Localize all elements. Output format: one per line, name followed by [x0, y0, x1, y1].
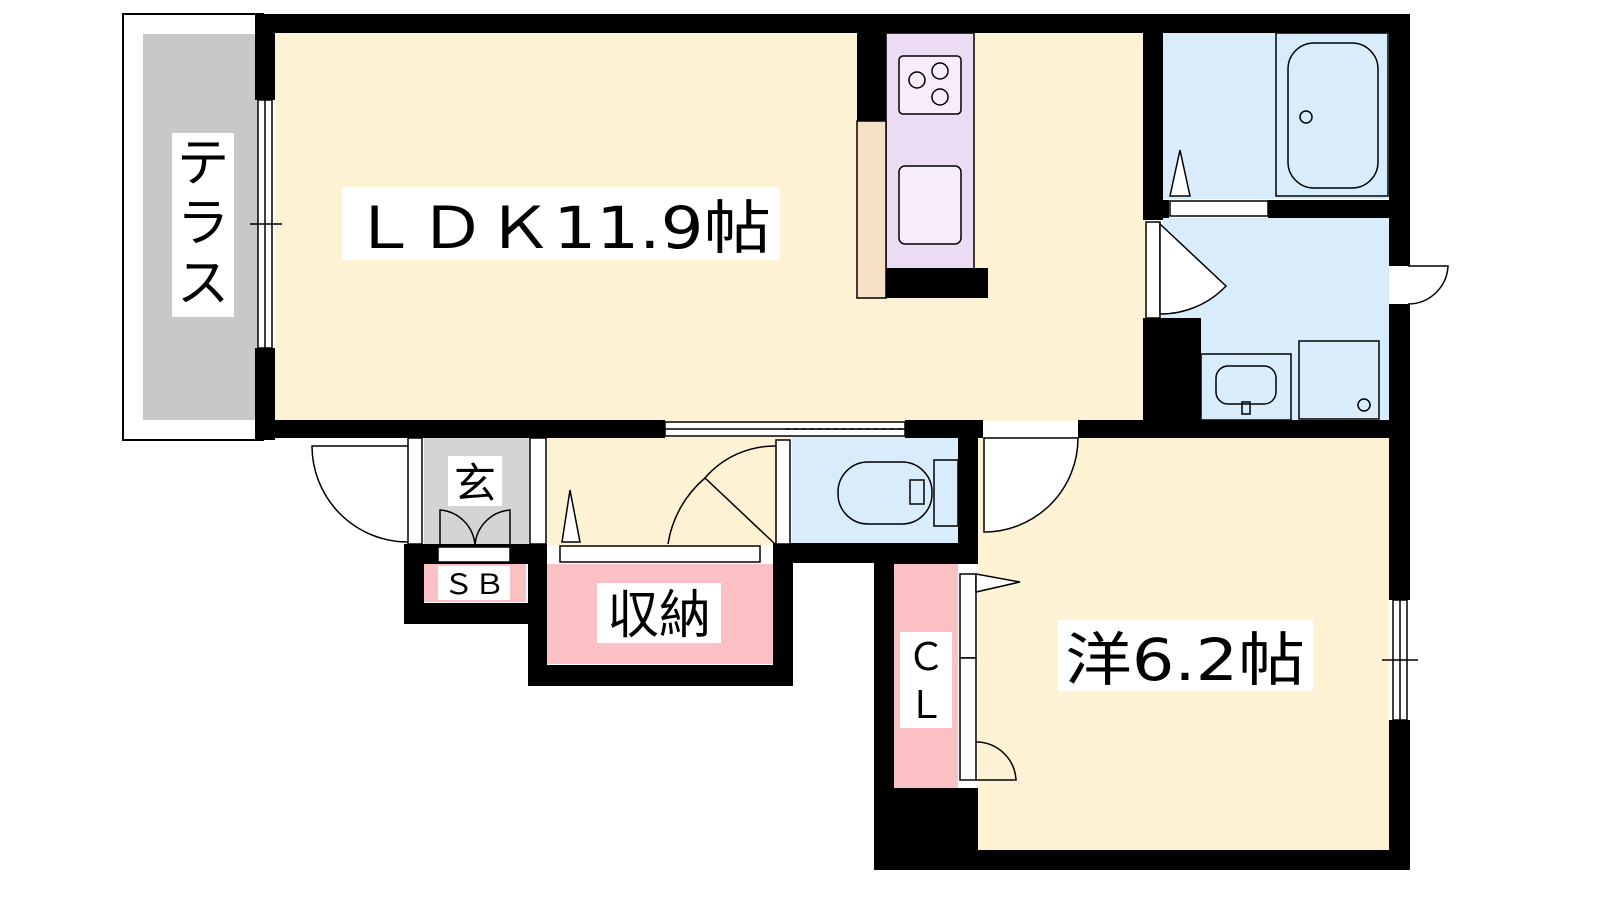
terrace-label-3: ス	[177, 254, 229, 314]
wall-closet-base	[874, 788, 978, 870]
storage-label-bg	[597, 583, 721, 643]
entrance-label: 玄	[454, 459, 496, 508]
washroom-door-swing	[1159, 222, 1228, 315]
entrance-partition-right	[529, 437, 547, 545]
front-door-swing	[311, 445, 409, 543]
shoe-box-label: ＳＢ	[443, 568, 505, 601]
closet-door-swing	[975, 741, 1017, 781]
wall-bottom	[874, 850, 1410, 870]
windows	[250, 99, 1418, 721]
hallway-door-swing	[667, 476, 776, 545]
toilet-tank-detail	[909, 479, 925, 505]
terrace-label-2: ラ	[177, 194, 229, 254]
wall-washroom-left	[1143, 318, 1201, 420]
washing-machine-drain-icon	[1357, 398, 1371, 412]
wall-bath-bottom-right	[1078, 420, 1410, 438]
toilet-bowl-icon	[837, 461, 933, 525]
sliding-doors	[407, 200, 1269, 781]
wall-bath-divider-left	[1143, 200, 1169, 218]
toilet-tank	[933, 459, 959, 527]
burner-icon-2	[931, 62, 949, 80]
bathtub	[1287, 42, 1379, 189]
wash-faucet-icon	[1241, 401, 1251, 415]
shoe-box-label-bg	[438, 566, 510, 600]
closet-marker-icon	[975, 573, 1021, 593]
wall-terrace-lower	[255, 348, 275, 440]
toilet-floor	[792, 437, 958, 543]
wall-bath-divider-right	[1268, 200, 1410, 218]
bath-faucet-icon	[1169, 149, 1191, 197]
wall-kitchen-base	[882, 268, 988, 298]
wall-terrace-upper	[255, 14, 275, 100]
closet-door-frame-bottom	[959, 657, 977, 781]
kitchen-sink	[898, 165, 962, 245]
ldk-label-bg	[342, 187, 780, 260]
wall-right-mid	[1389, 304, 1410, 600]
burner-icon-3	[931, 88, 949, 106]
storage-label: 収納	[607, 586, 711, 646]
toilet-door-frame	[775, 439, 791, 545]
wash-basin-counter	[1200, 353, 1292, 421]
sb-door-swing-left	[439, 509, 476, 547]
wall-bath-left	[1143, 14, 1163, 220]
wall-kitchen-left	[857, 33, 886, 121]
fixtures	[561, 32, 1389, 593]
wash-basin-icon	[1215, 365, 1277, 405]
wall-western-left	[958, 420, 978, 564]
wall-right-top	[1389, 14, 1410, 266]
closet-door-frame-top	[959, 573, 977, 659]
burner-icon-1	[908, 71, 926, 89]
walls	[255, 14, 1410, 870]
outdoor-door-swing	[1407, 265, 1449, 305]
wall-storage-right	[773, 543, 793, 686]
western-room-label-bg	[1058, 620, 1313, 691]
storage-sliding-door	[559, 545, 761, 563]
bath-sliding-door	[1169, 200, 1269, 217]
wall-sb-bottom	[404, 603, 547, 624]
entrance-label-bg	[448, 456, 502, 506]
stove-top	[898, 55, 962, 115]
wall-right-bottom	[1389, 720, 1410, 870]
closet-label-2: Ｌ	[907, 683, 945, 727]
kitchen-side-counter	[856, 120, 887, 299]
wall-top	[255, 14, 1410, 33]
western-door-swing	[983, 437, 1079, 533]
wall-ldk-bottom-left	[255, 420, 665, 438]
closet-label-bg	[900, 632, 952, 728]
ldk-label: ＬＤＫ11.9帖	[351, 194, 771, 262]
washing-machine-pan	[1298, 340, 1380, 420]
bathtub-drain-icon	[1299, 110, 1313, 124]
terrace-label-bg	[172, 133, 234, 317]
washroom-door-frame	[1145, 221, 1161, 319]
hallway-marker-icon	[561, 489, 581, 543]
closet-label-1: Ｃ	[907, 635, 945, 679]
bathtub-outline	[1275, 32, 1389, 197]
wall-storage-bottom	[528, 665, 793, 686]
swing-doors	[311, 222, 1449, 781]
wall-toilet-bottom	[773, 543, 978, 563]
sb-door-swing-right	[474, 509, 511, 547]
hallway-floor	[547, 437, 790, 545]
terrace-label-1: テ	[177, 134, 229, 194]
sb-door-frame	[437, 546, 511, 563]
western-room-label: 洋6.2帖	[1065, 626, 1305, 694]
toilet-door-swing	[704, 445, 777, 479]
entrance-partition-left	[407, 437, 423, 545]
